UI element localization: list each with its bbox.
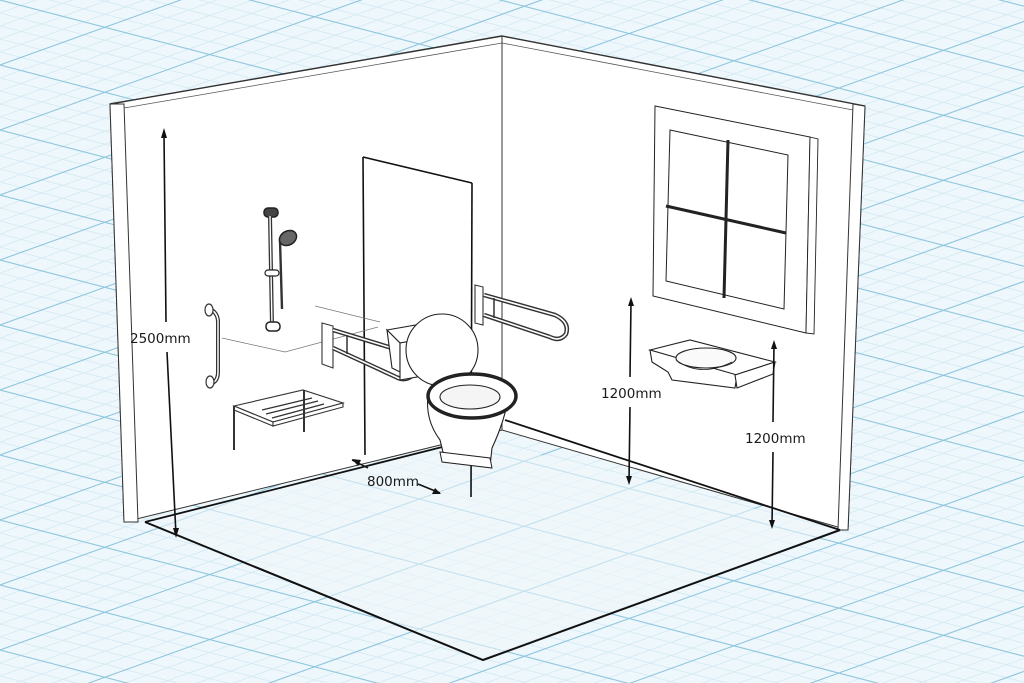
shower-area-outline-back: [314, 305, 381, 323]
floor: [145, 438, 840, 660]
toilet: [385, 313, 518, 469]
dimension-label-clearance-width: 800mm: [367, 474, 419, 490]
dimension-clearance-width: [351, 459, 441, 494]
right-folding-grab-bar: [474, 284, 570, 342]
wall-floor-junction: [144, 419, 841, 531]
dimension-sink-height: [769, 340, 777, 529]
dimension-label-mid-height: 1200mm: [601, 386, 662, 402]
dimension-label-wall-height: 2500mm: [130, 331, 191, 347]
shower-rail: [263, 207, 298, 332]
dimension-wall-height: [161, 128, 179, 538]
dimension-label-sink-height: 1200mm: [745, 431, 806, 447]
sink: [647, 339, 777, 389]
window: [652, 105, 819, 335]
dimension-mid-height: [626, 297, 634, 485]
floor-outline: [144, 521, 841, 662]
vertical-grab-bar: [204, 303, 220, 389]
left-wall: [109, 35, 503, 523]
shower-seat: [232, 389, 345, 450]
